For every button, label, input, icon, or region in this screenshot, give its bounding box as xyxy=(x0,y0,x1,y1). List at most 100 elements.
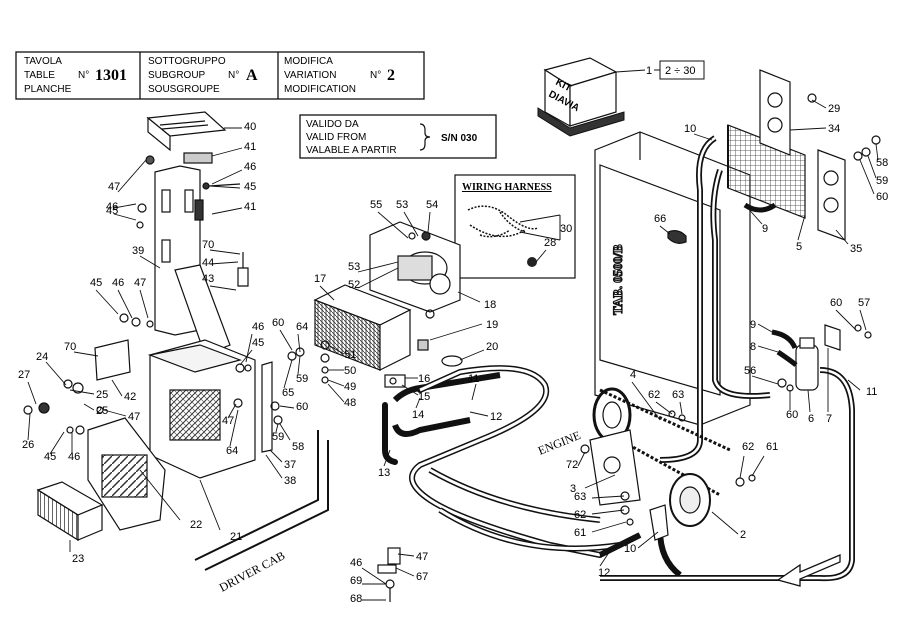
leader-line-c18 xyxy=(457,291,481,303)
callout-c46d: 46 xyxy=(252,321,264,333)
leader-line-c8 xyxy=(757,345,779,353)
title-no-3: N° xyxy=(370,70,381,81)
leader-line-c25b xyxy=(83,403,95,411)
callout-c43: 43 xyxy=(202,273,214,285)
callout-c45a: 45 xyxy=(106,205,118,217)
leader-line-c45e xyxy=(49,431,65,455)
callout-c60e: 60 xyxy=(786,409,798,421)
callout-c45b: 45 xyxy=(244,181,256,193)
callout-c60d: 60 xyxy=(830,297,842,309)
leader-line-c44 xyxy=(209,261,239,265)
leader-line-c60c xyxy=(279,405,295,409)
callout-c53b: 53 xyxy=(396,199,408,211)
callout-c21: 21 xyxy=(230,531,242,543)
title-no-2: N° xyxy=(228,70,239,81)
callout-c12b: 12 xyxy=(598,567,610,579)
leader-line-c17 xyxy=(319,285,335,301)
leader-line-c21 xyxy=(199,479,221,531)
wiring-harness-title: WIRING HARNESS xyxy=(462,182,552,193)
title-sottogruppo: SOTTOGRUPPO xyxy=(148,56,226,67)
callout-c5: 5 xyxy=(796,241,802,253)
leader-line-c64b xyxy=(229,409,239,447)
leader-line-c9b xyxy=(744,204,763,225)
callout-c64b: 64 xyxy=(226,445,238,457)
callout-c17: 17 xyxy=(314,273,326,285)
callout-c28: 28 xyxy=(544,237,556,249)
leader-line-c46c xyxy=(117,289,133,319)
callout-c12a: 12 xyxy=(490,411,502,423)
leader-line-c65 xyxy=(283,359,293,389)
callout-c3: 3 xyxy=(570,483,576,495)
callout-c35: 35 xyxy=(850,243,862,255)
title-block: TAVOLA TABLE PLANCHE N° 1301 SOTTOGRUPPO… xyxy=(15,51,425,100)
leader-line-c58a xyxy=(875,143,879,161)
leader-line-c19 xyxy=(429,323,483,341)
callout-c42: 42 xyxy=(124,391,136,403)
callout-c50: 50 xyxy=(344,365,356,377)
leader-line-c10a xyxy=(693,133,713,141)
leader-line-c51 xyxy=(329,345,345,355)
leader-line-c54 xyxy=(427,211,431,233)
callout-c38: 38 xyxy=(284,475,296,487)
leader-line-c45d xyxy=(239,349,253,366)
title-modification: MODIFICATION xyxy=(284,84,356,95)
callout-c26: 26 xyxy=(22,439,34,451)
callout-c15: 15 xyxy=(418,391,430,403)
callout-c48: 48 xyxy=(344,397,356,409)
callout-c61b: 61 xyxy=(766,441,778,453)
leader-line-c2 xyxy=(711,511,739,535)
leader-line-c67 xyxy=(395,567,415,577)
table-number: 1301 xyxy=(95,67,127,84)
validity-box: VALIDO DA VALID FROM VALABLE A PARTIR S/… xyxy=(299,114,497,159)
right-assembly: TAB. 0500/B xyxy=(580,69,881,587)
valid-line-3: VALABLE A PARTIR xyxy=(306,145,397,156)
callout-c25b: 25 xyxy=(96,405,108,417)
leader-line-c41b xyxy=(211,207,243,215)
leader-line-c41a xyxy=(211,147,243,157)
leader-line-c62a xyxy=(591,509,625,515)
evaporator-assembly xyxy=(23,111,329,571)
callout-c29: 29 xyxy=(828,103,840,115)
callout-c47d: 47 xyxy=(222,415,234,427)
callout-c16: 16 xyxy=(418,373,430,385)
leader-line-c26 xyxy=(27,413,31,441)
leader-line-c61a xyxy=(591,521,627,533)
leader-line-c46f xyxy=(361,567,387,585)
title-modifica: MODIFICA xyxy=(284,56,333,67)
leader-line-c6 xyxy=(807,389,811,413)
leader-line-c63a xyxy=(591,495,625,499)
callout-c58b: 58 xyxy=(292,441,304,453)
leader-line-c53a xyxy=(357,261,399,273)
leader-line-c10b xyxy=(637,531,659,549)
callout-c53a: 53 xyxy=(348,261,360,273)
callout-c30: 30 xyxy=(560,223,572,235)
callout-c25a: 25 xyxy=(96,389,108,401)
callout-c55: 55 xyxy=(370,199,382,211)
callout-c65: 65 xyxy=(282,387,294,399)
leader-line-c35 xyxy=(835,229,849,245)
callout-c49: 49 xyxy=(344,381,356,393)
leader-line-c29 xyxy=(811,99,827,109)
leader-line-c5 xyxy=(797,214,806,241)
leader-line-c60a xyxy=(859,159,875,195)
callout-c4: 4 xyxy=(630,369,636,381)
leader-line-c37 xyxy=(269,449,283,463)
callout-c66: 66 xyxy=(654,213,666,225)
callout-c1: 1 xyxy=(646,65,652,77)
leader-line-c47b xyxy=(139,289,149,319)
callout-c72: 72 xyxy=(566,459,578,471)
leader-line-c59c xyxy=(275,423,279,433)
callout-c39: 39 xyxy=(132,245,144,257)
callout-c63a: 63 xyxy=(574,491,586,503)
leader-line-c34 xyxy=(789,127,827,131)
callout-c11a: 11 xyxy=(468,373,479,385)
tab-reference: TAB. 0500/B xyxy=(610,244,625,315)
title-planche: PLANCHE xyxy=(24,84,72,95)
callout-c46a: 46 xyxy=(106,201,118,213)
callout-c44: 44 xyxy=(202,257,214,269)
leader-line-c45c xyxy=(95,289,119,315)
callout-c37: 37 xyxy=(284,459,296,471)
leader-line-c59a xyxy=(867,155,877,179)
callout-c19: 19 xyxy=(486,319,498,331)
